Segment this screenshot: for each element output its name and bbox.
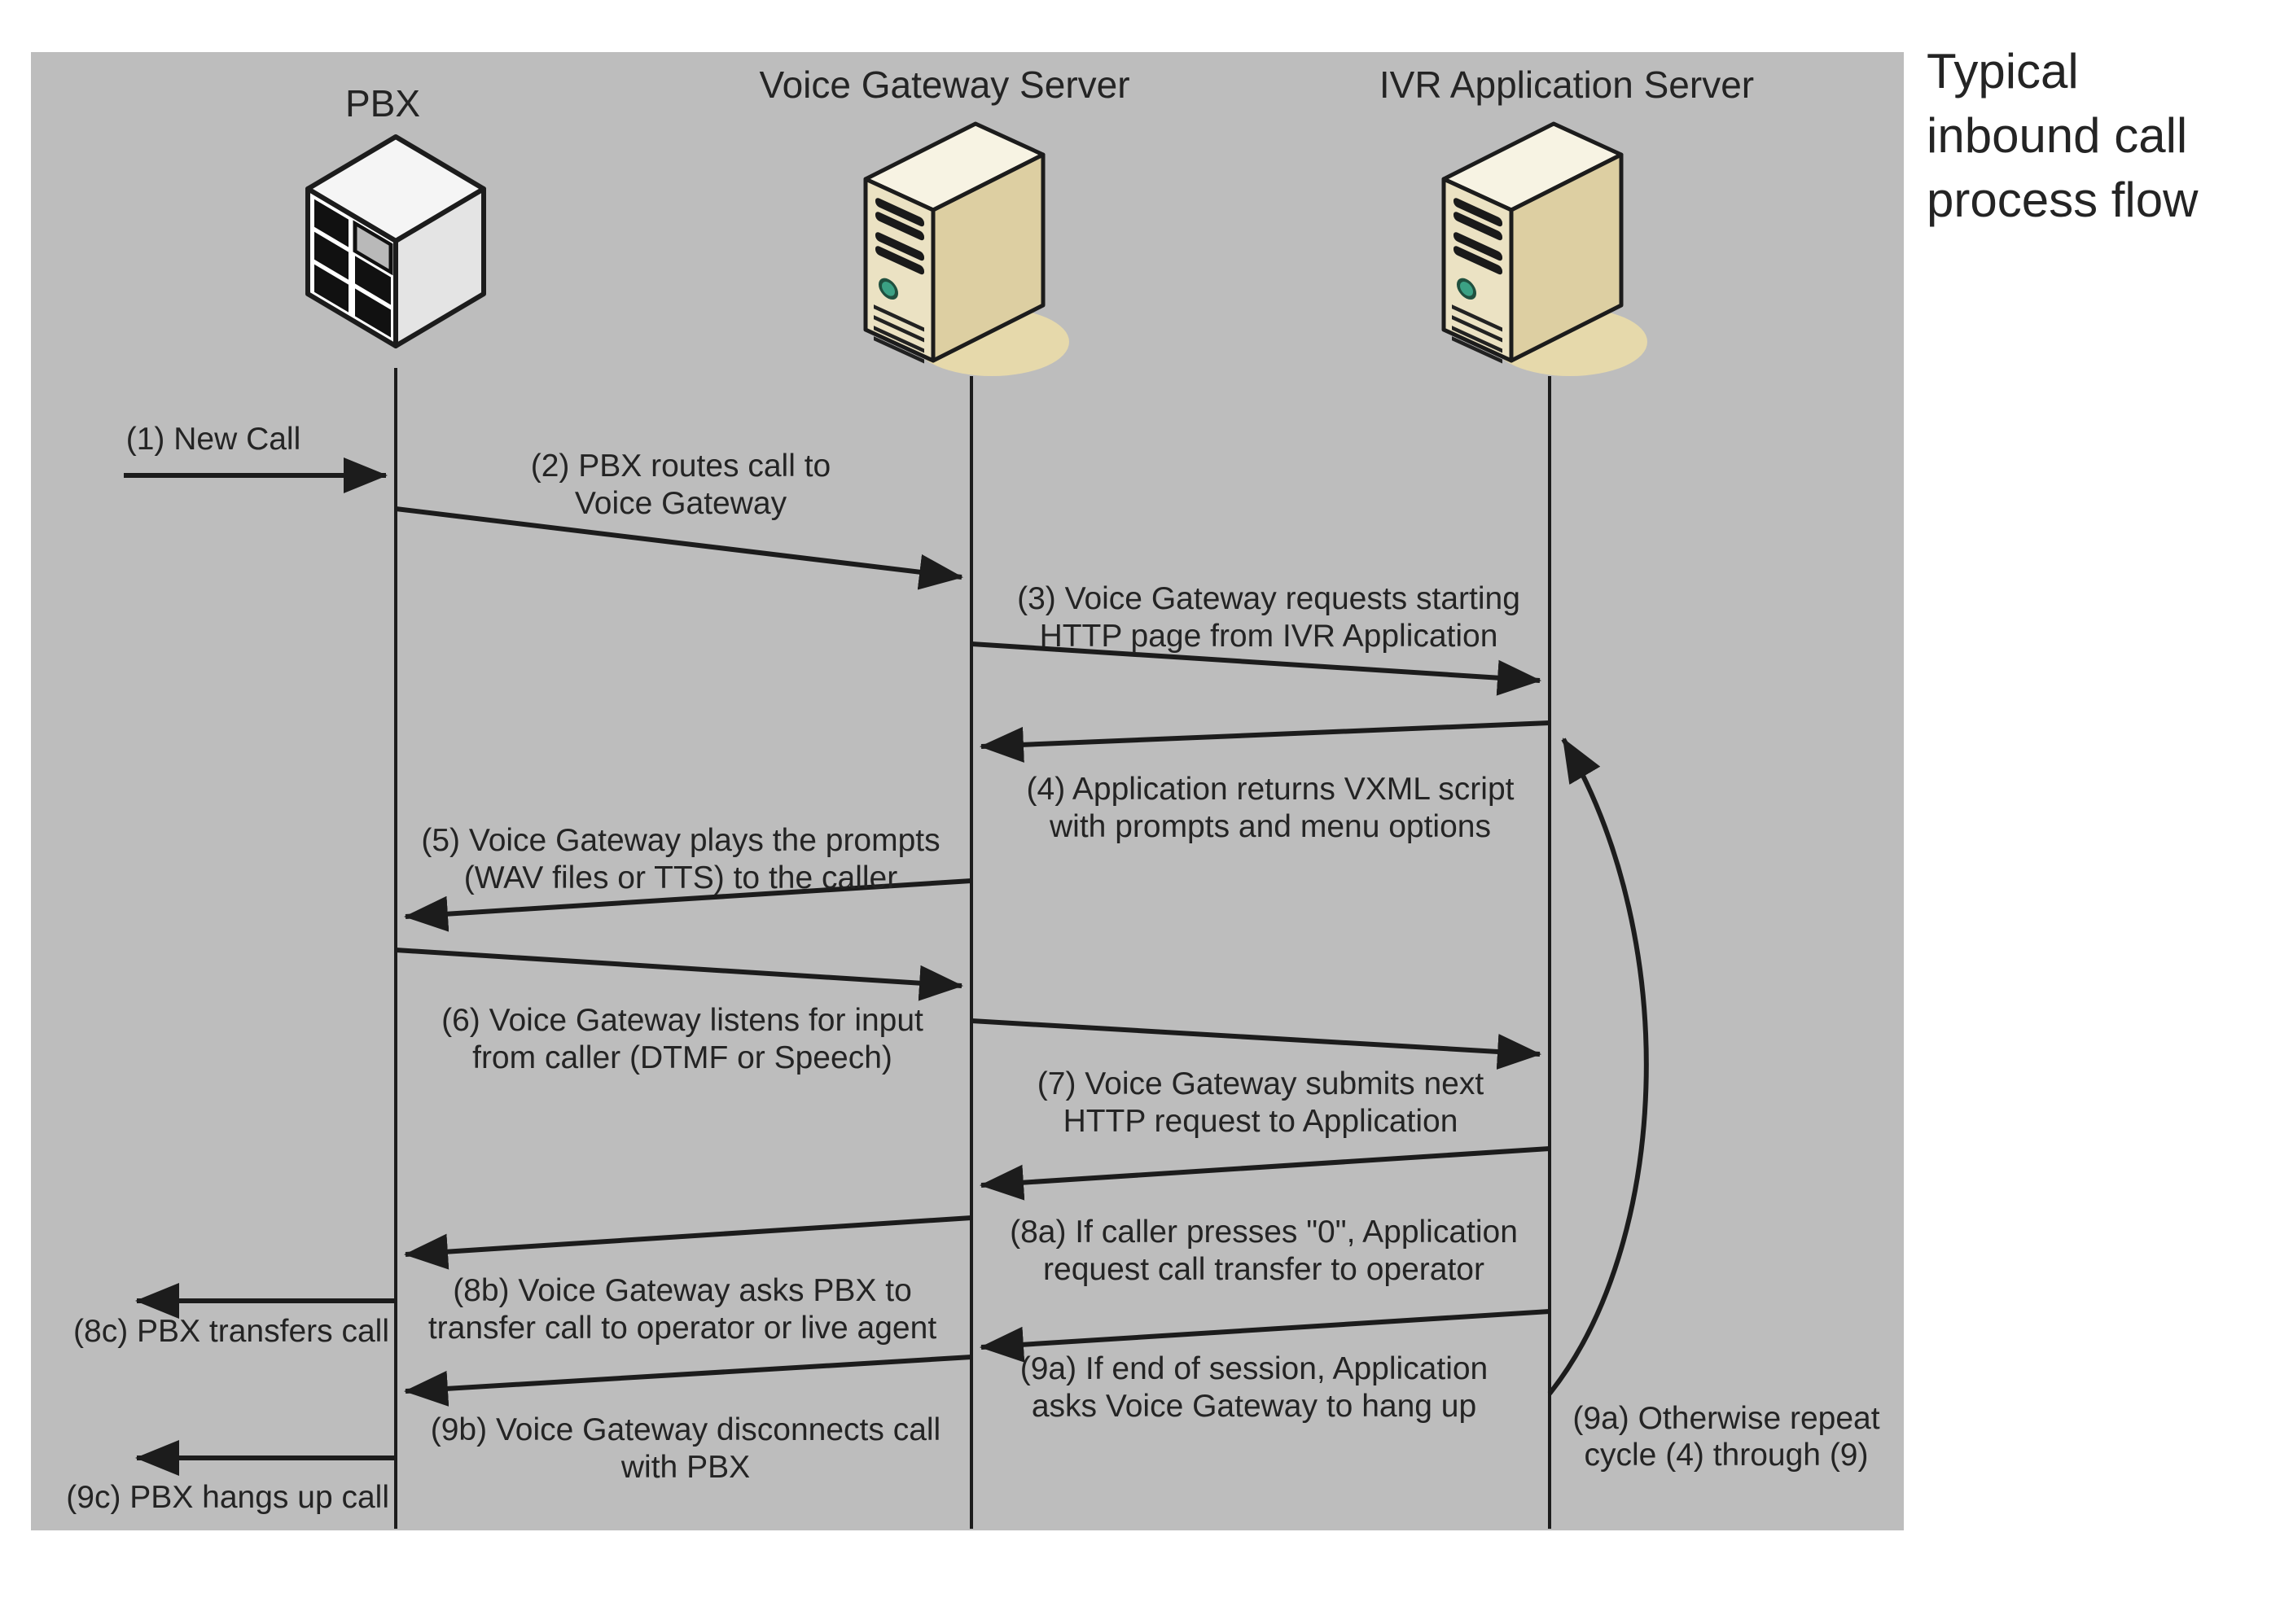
label-1: (1) New Call xyxy=(126,422,301,457)
pbx-icon xyxy=(305,134,486,348)
label-5-line2: (WAV files or TTS) to the caller xyxy=(464,860,897,895)
label-9a-line1: (9a) If end of session, Application xyxy=(1020,1351,1489,1386)
label-3-line1: (3) Voice Gateway requests starting xyxy=(1017,581,1520,616)
label-7-line1: (7) Voice Gateway submits next xyxy=(1037,1066,1484,1101)
label-3-line2: HTTP page from IVR Application xyxy=(1040,619,1498,654)
label-9b-line1: (9b) Voice Gateway disconnects call xyxy=(431,1412,940,1447)
actor-label-voice-gateway: Voice Gateway Server xyxy=(759,63,1129,106)
arrow-repeat-cycle-arc xyxy=(1547,738,1649,1395)
pbx-grid-panel xyxy=(314,199,393,338)
label-6-line2: from caller (DTMF or Speech) xyxy=(472,1040,892,1075)
side-caption-line3: process flow xyxy=(1927,173,2199,227)
label-4-line2: with prompts and menu options xyxy=(1049,809,1491,844)
label-4-line1: (4) Application returns VXML script xyxy=(1027,772,1515,807)
pbx-screen xyxy=(353,220,393,276)
label-9b-line2: with PBX xyxy=(620,1450,750,1485)
arrow-8a-transfer-request xyxy=(980,1146,1550,1201)
voice-gateway-server-icon xyxy=(866,124,1069,376)
label-9a-repeat-line1: (9a) Otherwise repeat xyxy=(1572,1401,1879,1436)
side-caption-line1: Typical xyxy=(1927,44,2079,98)
arrow-5-play-prompts xyxy=(404,878,972,932)
label-8b-line1: (8b) Voice Gateway asks PBX to xyxy=(453,1273,912,1308)
label-9a-line2: asks Voice Gateway to hang up xyxy=(1032,1389,1476,1424)
label-7-line2: HTTP request to Application xyxy=(1063,1104,1458,1139)
arrow-8b-ask-pbx-transfer xyxy=(404,1215,972,1270)
label-9a-repeat-line2: cycle (4) through (9) xyxy=(1585,1438,1869,1473)
label-6-line1: (6) Voice Gateway listens for input xyxy=(441,1003,923,1038)
side-caption: Typical inbound call process flow xyxy=(1927,44,2199,227)
side-caption-line2: inbound call xyxy=(1927,108,2187,163)
label-9c: (9c) PBX hangs up call xyxy=(66,1480,389,1515)
ivr-application-server-icon xyxy=(1444,124,1647,376)
pbx-grid-blocks xyxy=(314,199,391,338)
actor-label-ivr-app: IVR Application Server xyxy=(1379,63,1754,106)
label-2-line2: Voice Gateway xyxy=(575,486,787,521)
actor-label-pbx: PBX xyxy=(345,82,420,125)
label-8b-line2: transfer call to operator or live agent xyxy=(428,1311,936,1346)
arrow-6-listen-input xyxy=(395,948,963,1001)
label-8a-line1: (8a) If caller presses "0", Application xyxy=(1010,1215,1518,1250)
arrow-2-pbx-routes xyxy=(395,506,963,590)
arrow-7-next-http xyxy=(971,1018,1541,1070)
label-8a-line2: request call transfer to operator xyxy=(1043,1252,1484,1287)
arrow-4-vxml-return xyxy=(980,720,1550,763)
arrow-9b-disconnect xyxy=(404,1355,972,1407)
label-5-line1: (5) Voice Gateway plays the prompts xyxy=(421,823,940,858)
label-2-line1: (2) PBX routes call to xyxy=(531,449,831,484)
arrow-3-http-request xyxy=(971,641,1541,696)
label-8c: (8c) PBX transfers call xyxy=(73,1314,389,1349)
arrow-9a-hang-up-request xyxy=(980,1309,1550,1363)
